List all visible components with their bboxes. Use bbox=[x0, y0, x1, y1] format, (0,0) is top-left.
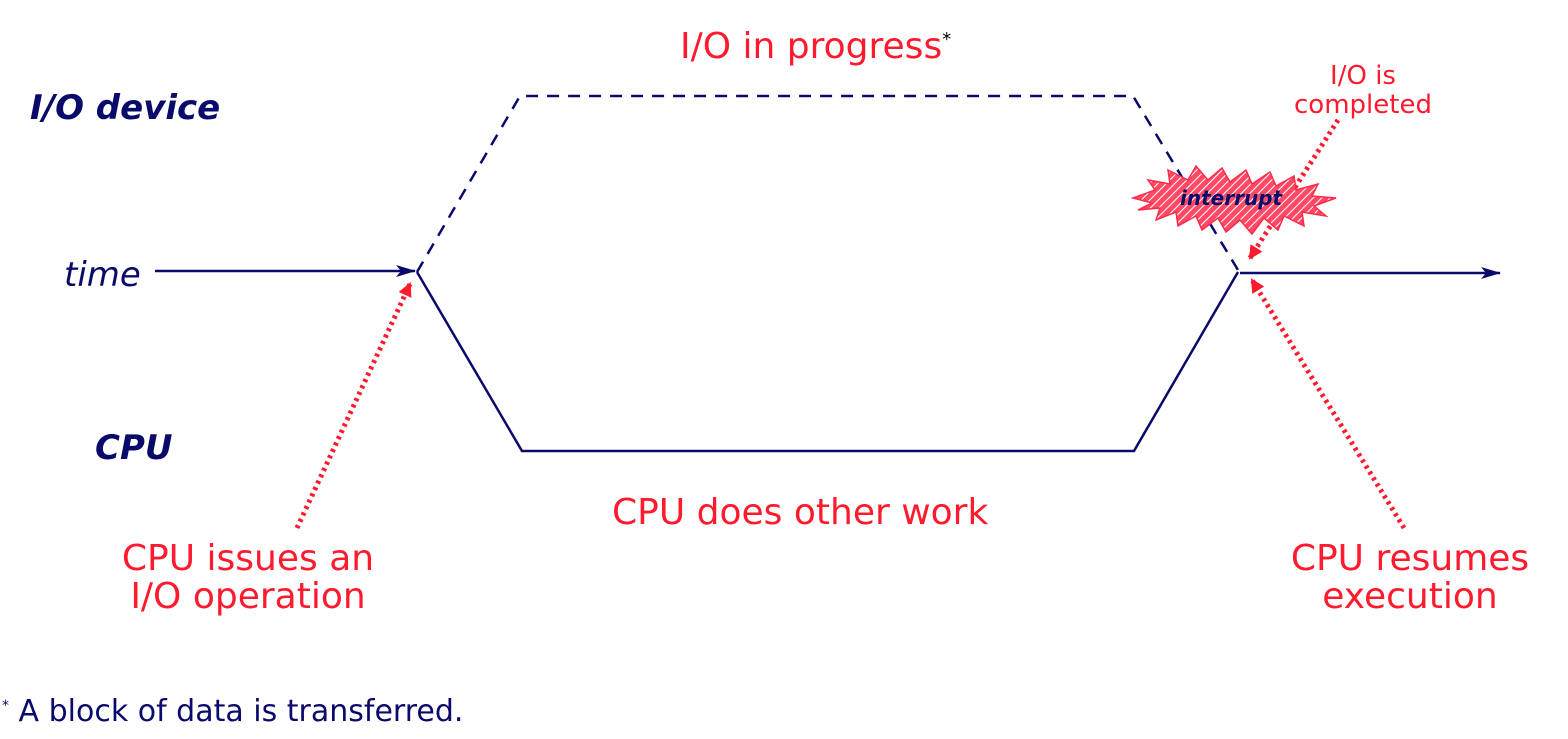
cpu-resumes-line2: execution bbox=[1322, 576, 1498, 617]
io-completed-label: I/O is completed bbox=[1270, 62, 1456, 120]
cpu-issues-line1: CPU issues an bbox=[121, 538, 375, 579]
cpu-issues-arrow bbox=[294, 282, 413, 530]
io-in-progress-marker: * bbox=[942, 29, 952, 50]
io-completed-line1: I/O is bbox=[1330, 61, 1396, 91]
cpu-resumes-line1: CPU resumes bbox=[1290, 538, 1530, 579]
time-label: time bbox=[64, 255, 141, 295]
footnote-text: A block of data is transferred. bbox=[9, 694, 464, 729]
interrupt-burst bbox=[1130, 164, 1337, 236]
cpu-path bbox=[415, 271, 1240, 453]
footnote-marker: * bbox=[2, 698, 9, 714]
cpu-issues-label: CPU issues an I/O operation bbox=[98, 540, 398, 616]
cpu-resumes-label: CPU resumes execution bbox=[1270, 540, 1550, 616]
io-completed-line2: completed bbox=[1294, 90, 1432, 120]
interrupt-label: interrupt bbox=[1180, 186, 1283, 210]
cpu-label: CPU bbox=[95, 428, 173, 468]
footnote: * A block of data is transferred. bbox=[2, 694, 463, 729]
cpu-issues-line2: I/O operation bbox=[130, 576, 366, 617]
io-in-progress-label: I/O in progress* bbox=[680, 26, 951, 67]
io-device-path bbox=[415, 94, 1240, 273]
io-device-label: I/O device bbox=[30, 88, 221, 128]
cpu-other-work-label: CPU does other work bbox=[612, 492, 989, 533]
cpu-resumes-arrow bbox=[1249, 278, 1407, 530]
io-in-progress-text: I/O in progress bbox=[680, 26, 943, 67]
